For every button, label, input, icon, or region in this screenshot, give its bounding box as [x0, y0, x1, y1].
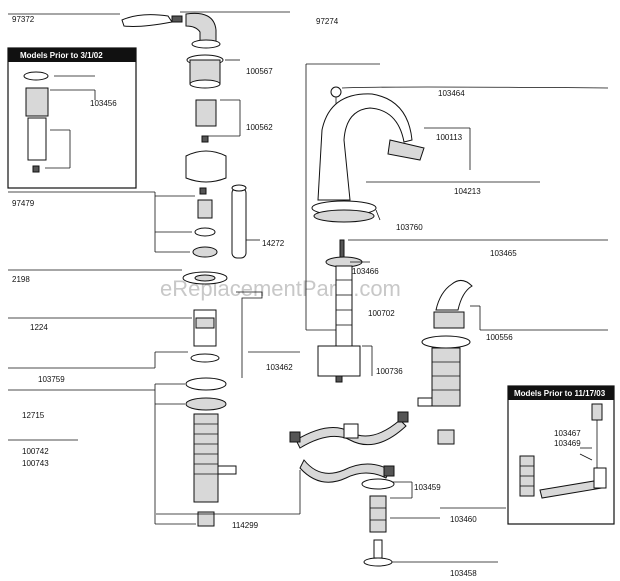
label-100113: 100113	[436, 133, 463, 142]
cartridge-top-part	[25, 87, 49, 117]
label-103759: 103759	[38, 375, 65, 384]
tee-part	[343, 423, 359, 439]
label-100562: 100562	[246, 123, 273, 132]
drain-flange-part	[361, 478, 395, 490]
leaders-drain	[390, 481, 506, 563]
cartridge-stop-part	[197, 199, 213, 219]
spout-part	[317, 93, 413, 201]
drain-assembly	[361, 478, 395, 567]
right-valve-body-part	[431, 347, 461, 407]
drain-stopper-part	[363, 557, 393, 567]
lift-rod-knob-part	[330, 86, 342, 98]
label-97372: 97372	[12, 15, 35, 24]
label-100702: 100702	[368, 309, 395, 318]
retaining-ring-part	[190, 353, 220, 363]
mounting-bracket-part	[317, 345, 361, 377]
label-100743: 100743	[22, 459, 49, 468]
aerator-part	[387, 139, 425, 161]
label-14272: 14272	[262, 239, 285, 248]
box-title-prior-3-1-02: Models Prior to 3/1/02	[20, 51, 103, 60]
leaders-right	[470, 305, 608, 331]
label-103466: 103466	[352, 267, 379, 276]
label-12715: 12715	[22, 411, 45, 420]
box-prior-11-17-03: Models Prior to 11/17/03	[507, 385, 615, 525]
label-103456: 103456	[90, 99, 117, 108]
valve-body-part	[193, 413, 219, 503]
drain-body-part	[369, 495, 387, 533]
label-103460: 103460	[450, 515, 477, 524]
cartridge-body-part	[27, 117, 47, 161]
leaders-left	[8, 11, 300, 525]
label-103459: 103459	[414, 483, 441, 492]
label-103467: 103467	[554, 429, 581, 438]
lift-rod-part	[591, 403, 603, 421]
label-1224: 1224	[30, 323, 48, 332]
bonnet-part	[185, 150, 227, 183]
screw-part	[32, 165, 40, 173]
set-screw-part	[171, 15, 183, 23]
label-103464: 103464	[438, 89, 465, 98]
label-97274: 97274	[316, 17, 339, 26]
spout-base-part	[313, 209, 375, 223]
right-valve-assembly	[417, 280, 473, 445]
box-title-prior-11-17-03: Models Prior to 11/17/03	[514, 389, 606, 398]
hose-assembly	[289, 411, 409, 483]
label-103462: 103462	[266, 363, 293, 372]
right-handle-hub-part	[433, 311, 465, 329]
escutcheon-cap-part	[194, 274, 216, 282]
cap-part	[23, 71, 49, 81]
right-lever-handle-part	[435, 280, 473, 311]
label-100567: 100567	[246, 67, 273, 76]
left-handle-stack	[121, 12, 263, 527]
label-2198: 2198	[12, 275, 30, 284]
label-100736: 100736	[376, 367, 403, 376]
label-103465: 103465	[490, 249, 517, 258]
handle-hub-part	[185, 12, 217, 45]
label-103458: 103458	[450, 569, 477, 578]
spout-assembly	[311, 86, 425, 383]
washer-part	[185, 397, 227, 411]
label-104213: 104213	[454, 187, 481, 196]
label-114299: 114299	[232, 521, 259, 530]
box-prior-3-1-02: Models Prior to 3/1/02	[7, 47, 137, 189]
mounting-nut-part	[185, 377, 227, 391]
stem-part	[195, 99, 217, 127]
label-103469: 103469	[554, 439, 581, 448]
nut-part	[197, 511, 215, 527]
spout-shank-part	[335, 265, 353, 347]
lever-handle-part	[121, 14, 173, 27]
label-97479: 97479	[12, 199, 35, 208]
wrench-tube-part	[231, 187, 247, 259]
leaders-spout	[305, 63, 609, 376]
label-100556: 100556	[486, 333, 513, 342]
label-100742: 100742	[22, 447, 49, 456]
label-103760: 103760	[396, 223, 423, 232]
